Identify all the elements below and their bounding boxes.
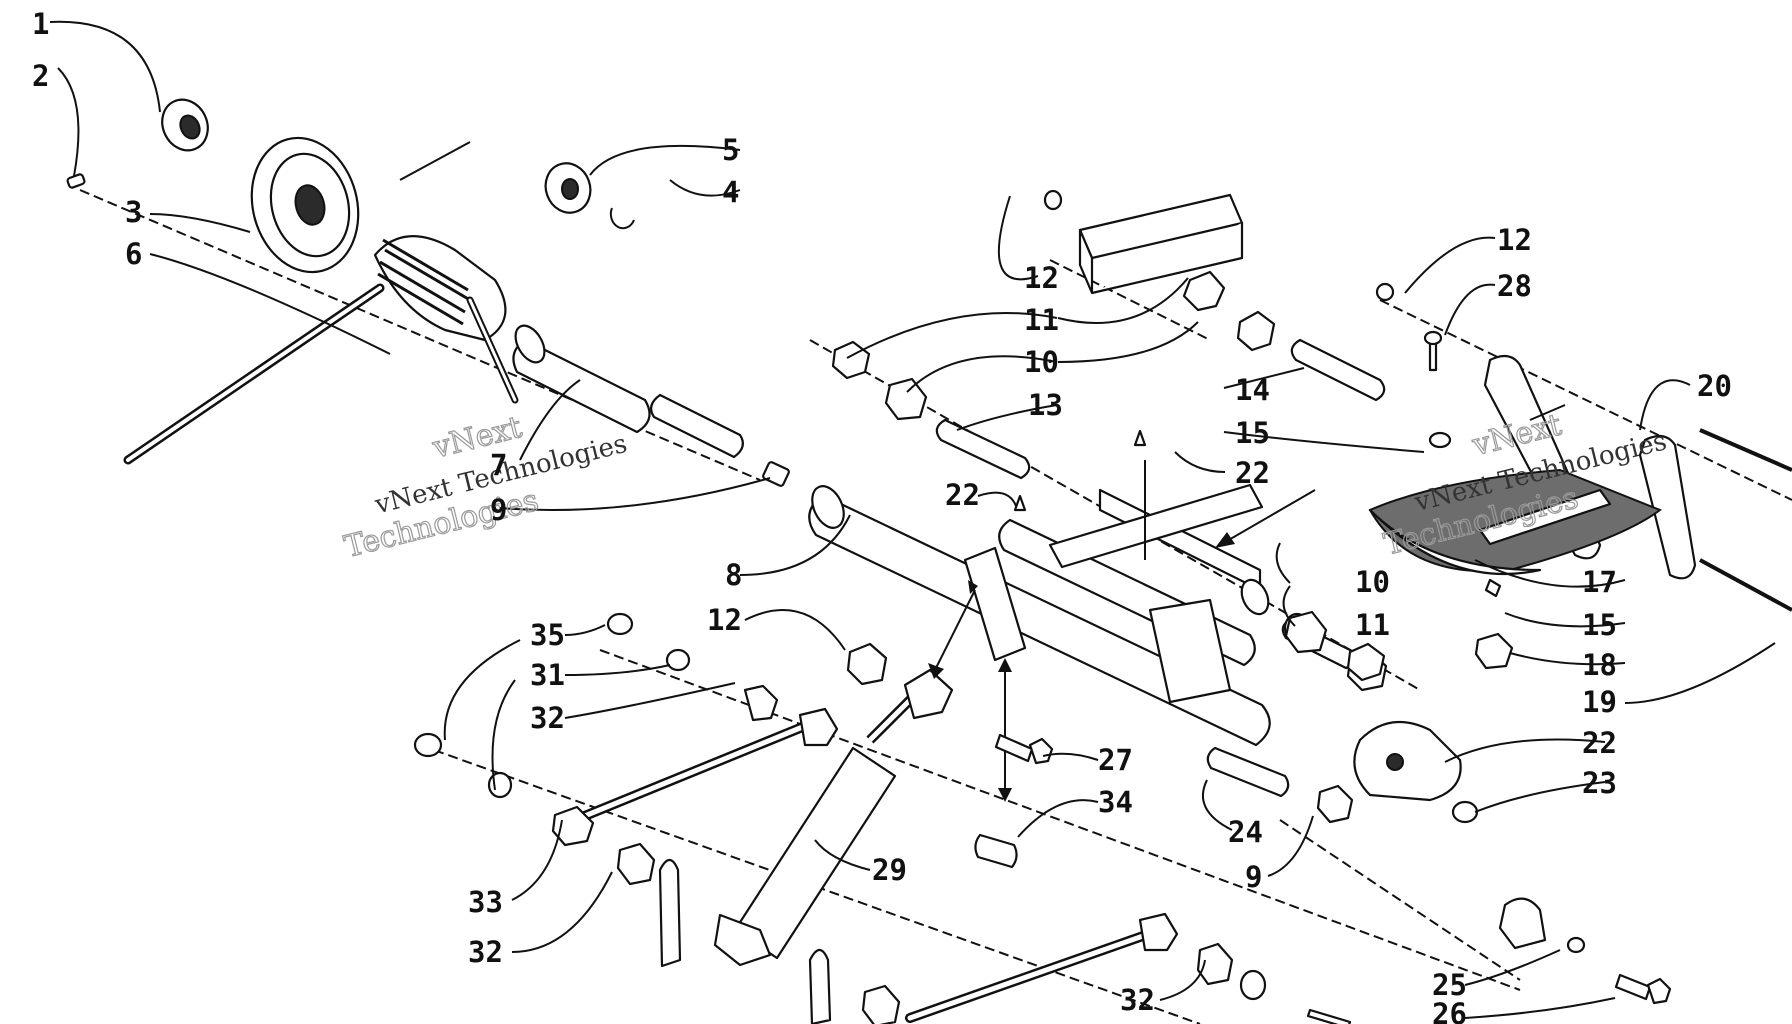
callout-12b: 12 (1024, 261, 1059, 295)
rear-arm-plates (1368, 354, 1792, 670)
watermark-left: vNext Technologies vNext Technologies (340, 409, 630, 565)
callout-12c: 12 (1497, 223, 1532, 257)
callout-19: 19 (1582, 685, 1617, 719)
front-arm-bushings (831, 282, 1452, 512)
lower-links (413, 612, 1267, 1024)
channel-bracket (1043, 189, 1276, 352)
callout-18: 18 (1582, 648, 1617, 682)
callout-11b: 11 (1355, 608, 1390, 642)
callout-20: 20 (1697, 369, 1732, 403)
callout-22: 22 (1582, 726, 1617, 760)
callout-33: 33 (468, 885, 503, 919)
callout-15b: 15 (1582, 608, 1617, 642)
callout-27: 27 (1098, 743, 1133, 777)
callout-24: 24 (1228, 815, 1263, 849)
callout-11a: 11 (1024, 303, 1059, 337)
idler-wheel-assembly (66, 98, 635, 274)
callout-10b: 10 (1355, 565, 1390, 599)
callout-6: 6 (125, 237, 142, 271)
leader-lines (49, 20, 1776, 1019)
callout-23: 23 (1582, 766, 1617, 800)
callout-29: 29 (872, 853, 907, 887)
side-plate (1353, 720, 1479, 824)
travel-arrows (928, 404, 1566, 802)
callout-31: 31 (530, 658, 565, 692)
front-arm (808, 460, 1388, 747)
callout-1: 1 (32, 7, 49, 41)
callout-21a: 22 (945, 478, 980, 512)
callout-3: 3 (125, 195, 142, 229)
callout-15a: 15 (1235, 416, 1270, 450)
shock-absorber (658, 668, 954, 1024)
callout-4: 4 (722, 175, 739, 209)
callout-9b: 9 (1245, 860, 1262, 894)
callout-32a: 32 (530, 701, 565, 735)
callout-5: 5 (722, 133, 739, 167)
callout-8: 8 (725, 558, 742, 592)
callout-12a: 12 (707, 603, 742, 637)
callout-25: 25 (1432, 968, 1467, 1002)
lower-hardware (974, 733, 1672, 1024)
bushing-sleeve (512, 324, 790, 487)
lower-bushings (1284, 610, 1386, 682)
callout-13: 13 (1028, 388, 1063, 422)
callout-35: 35 (530, 618, 565, 652)
callout-10a: 10 (1024, 345, 1059, 379)
callout-32c: 32 (1120, 983, 1155, 1017)
callout-28: 28 (1497, 269, 1532, 303)
callout-9a: 9 (490, 493, 507, 527)
callout-7: 7 (490, 448, 507, 482)
callout-labels: 1 2 3 6 5 4 7 9 8 12 12 11 10 13 22 14 1… (32, 7, 1732, 1024)
callout-26: 26 (1432, 997, 1467, 1024)
callout-17: 17 (1582, 565, 1617, 599)
callout-2: 2 (32, 59, 49, 93)
callout-32b: 32 (468, 935, 503, 969)
callout-21b: 22 (1235, 456, 1270, 490)
callout-34: 34 (1098, 785, 1133, 819)
callout-14: 14 (1235, 373, 1270, 407)
torsion-spring (123, 235, 519, 465)
